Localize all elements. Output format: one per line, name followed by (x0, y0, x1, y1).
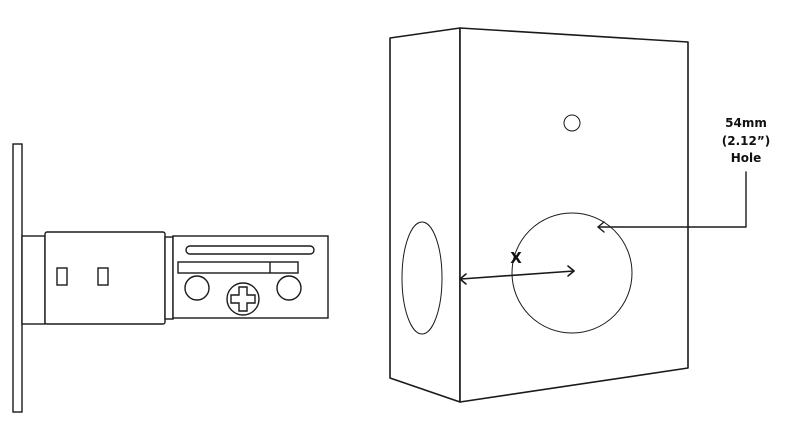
door-edge-face (390, 28, 460, 402)
latch-mount-hole-left (185, 276, 209, 300)
latch-bolt (22, 236, 45, 324)
latch-window-left (57, 268, 67, 285)
door-front-face (460, 28, 688, 402)
hole-size-label-line2: (2.12”) (722, 134, 770, 148)
latch-assembly (13, 144, 328, 412)
hole-size-label-line1: 54mm (725, 116, 767, 130)
hole-size-label-line3: Hole (731, 151, 762, 165)
latch-mount-hole-right (277, 276, 301, 300)
door-block (390, 28, 688, 402)
backset-label: X (510, 249, 522, 267)
latch-window-right (98, 268, 108, 285)
latch-slot-middle (178, 262, 298, 273)
latch-slot-top (186, 246, 314, 254)
latch-collar (165, 237, 173, 319)
latch-faceplate (13, 144, 22, 412)
